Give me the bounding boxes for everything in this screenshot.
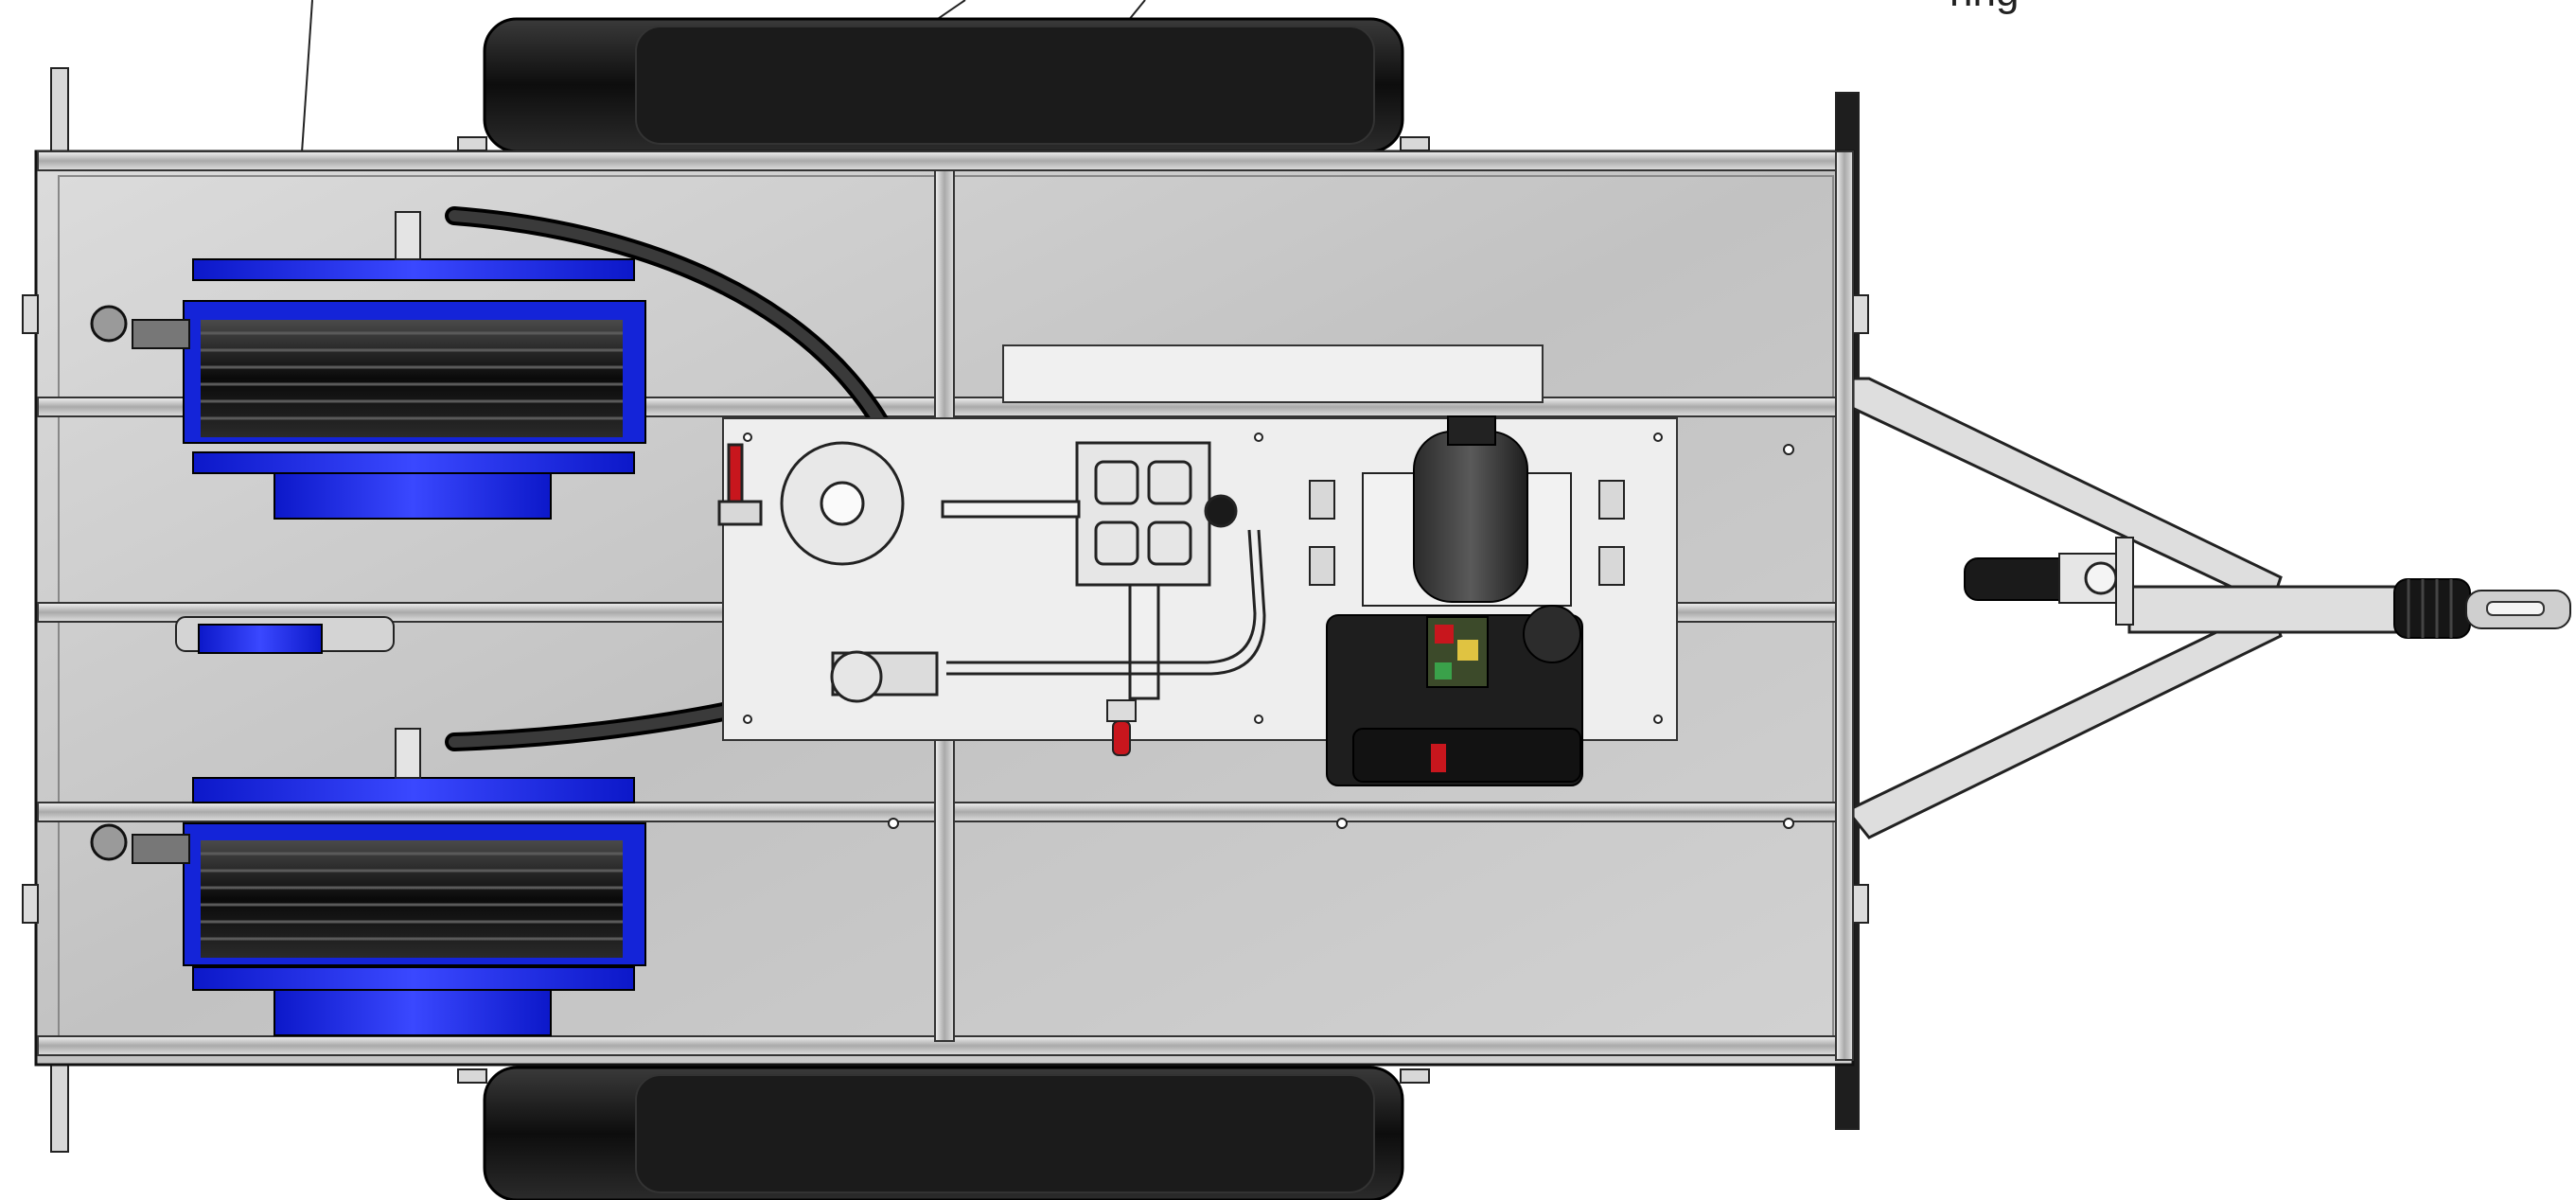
coupling [2393, 578, 2571, 639]
reel-valve-icon [90, 823, 190, 864]
hose-reel-bottom [90, 728, 646, 1036]
deck-holes [743, 432, 1794, 829]
small-reel [175, 616, 395, 654]
jockey-wheel [1964, 537, 2134, 626]
wheel-top [483, 17, 1404, 153]
plumbing [830, 529, 1266, 703]
drain-valve [1106, 699, 1137, 756]
drawbar [1848, 377, 2415, 839]
wheel-bottom [483, 1066, 1404, 1200]
callout-cut-text: nng [1950, 0, 2019, 15]
pump [941, 441, 1238, 700]
filter-housing [717, 441, 905, 566]
engine [1309, 415, 1625, 786]
hose-reel-top [90, 211, 646, 520]
reel-valve-icon [90, 305, 190, 349]
